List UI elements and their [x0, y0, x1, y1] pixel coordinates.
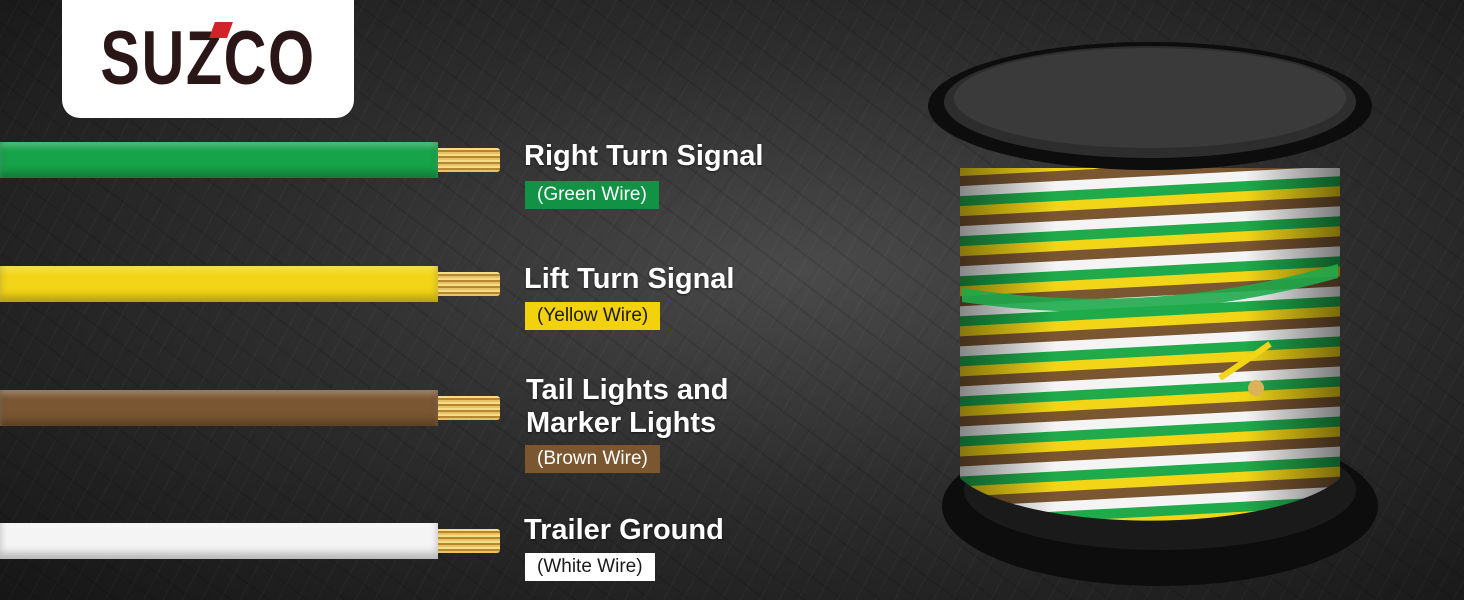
- white-wire: [0, 523, 438, 559]
- trailer-ground-label: Trailer Ground: [524, 514, 724, 546]
- yellow-wire-tag: (Yellow Wire): [525, 302, 661, 330]
- green-wire-copper-tip: [438, 148, 500, 172]
- brown-wire-tag: (Brown Wire): [525, 445, 660, 473]
- green-wire: [0, 142, 438, 178]
- brand-name: SUZCO: [100, 16, 316, 101]
- white-wire-copper-tip: [438, 529, 500, 553]
- marker-lights-label-line2: Marker Lights: [526, 407, 717, 439]
- green-wire-tag: (Green Wire): [525, 181, 659, 209]
- yellow-wire-copper-tip: [438, 272, 500, 296]
- wire-end: [1248, 380, 1264, 396]
- brown-wire-copper-tip: [438, 396, 500, 420]
- wire-spool-image: [928, 42, 1378, 586]
- right-turn-signal-label: Right Turn Signal: [524, 140, 764, 172]
- white-wire-tag: (White Wire): [525, 553, 655, 581]
- tail-lights-label-line1: Tail Lights and: [526, 374, 729, 406]
- brand-logo: SUZCO: [62, 0, 354, 118]
- lift-turn-signal-label: Lift Turn Signal: [524, 263, 735, 295]
- brown-wire: [0, 390, 438, 426]
- yellow-wire: [0, 266, 438, 302]
